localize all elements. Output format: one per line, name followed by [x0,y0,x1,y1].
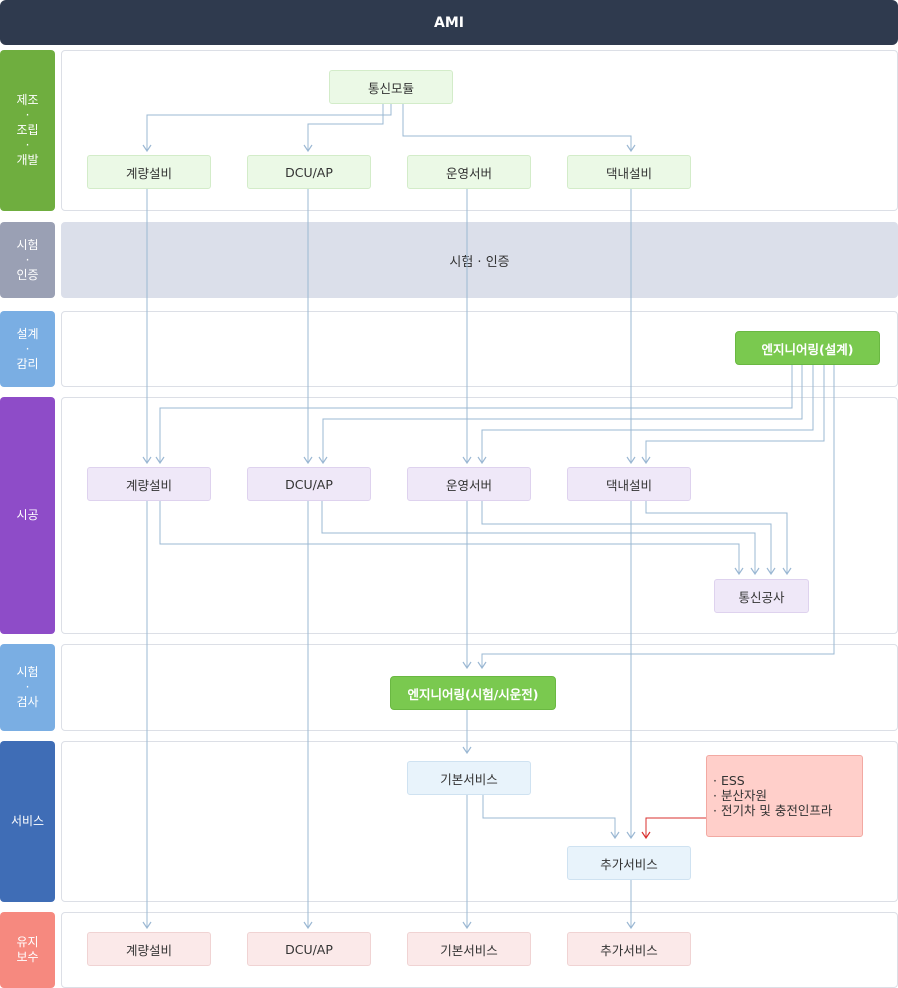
ami-title: AMI [434,14,464,31]
line-eng-dcu [323,365,803,463]
box-service-extras: · ESS · 분산자원 · 전기차 및 충전인프라 [706,755,863,837]
panel-cert: 시험 · 인증 [61,222,898,298]
line-eng-inspect [482,365,835,668]
box-engineering-inspect: 엔지니어링(시험/시운전) [390,676,556,710]
box-build-dcu: DCU/AP [247,467,371,501]
stage-service: 서비스 [0,741,55,902]
box-make-server: 운영서버 [407,155,531,189]
box-comm-construction: 통신공사 [714,579,809,613]
box-basic-service: 기본서비스 [407,761,531,795]
line-module-meter [147,104,392,151]
box-make-meter: 계량설비 [87,155,211,189]
box-make-home: 댁내설비 [567,155,691,189]
line-eng-meter [160,365,793,463]
box-maint-basic: 기본서비스 [407,932,531,966]
box-build-meter: 계량설비 [87,467,211,501]
ami-header: AMI [0,0,898,45]
box-make-dcu: DCU/AP [247,155,371,189]
extra-ev: · 전기차 및 충전인프라 [713,803,833,818]
extra-ess: · ESS [713,773,745,788]
line-eng-home [646,365,825,463]
box-maint-dcu: DCU/AP [247,932,371,966]
line-build-server-comm [481,501,771,574]
line-build-dcu-comm [321,501,755,574]
box-build-home: 댁내설비 [567,467,691,501]
box-comm-module: 통신모듈 [329,70,453,104]
box-maint-meter: 계량설비 [87,932,211,966]
stage-make: 제조 · 조립 · 개발 [0,50,55,211]
stage-cert: 시험 · 인증 [0,222,55,298]
stage-maint: 유지 보수 [0,912,55,988]
box-build-server: 운영서버 [407,467,531,501]
box-engineering-design: 엔지니어링(설계) [735,331,880,365]
line-extras-additional [646,817,706,838]
line-eng-server [482,365,814,463]
cert-label: 시험 · 인증 [449,254,510,270]
box-maint-additional: 추가서비스 [567,932,691,966]
stage-build: 시공 [0,397,55,634]
line-module-home [402,104,631,151]
line-basic-additional [482,795,615,838]
box-additional-service: 추가서비스 [567,846,691,880]
stage-inspect: 시험 · 검사 [0,644,55,731]
extra-distributed: · 분산자원 [713,788,767,803]
stage-design: 설계 · 감리 [0,311,55,387]
line-build-meter-comm [159,501,739,574]
line-module-dcu [308,104,384,151]
line-build-home-comm [645,501,787,574]
